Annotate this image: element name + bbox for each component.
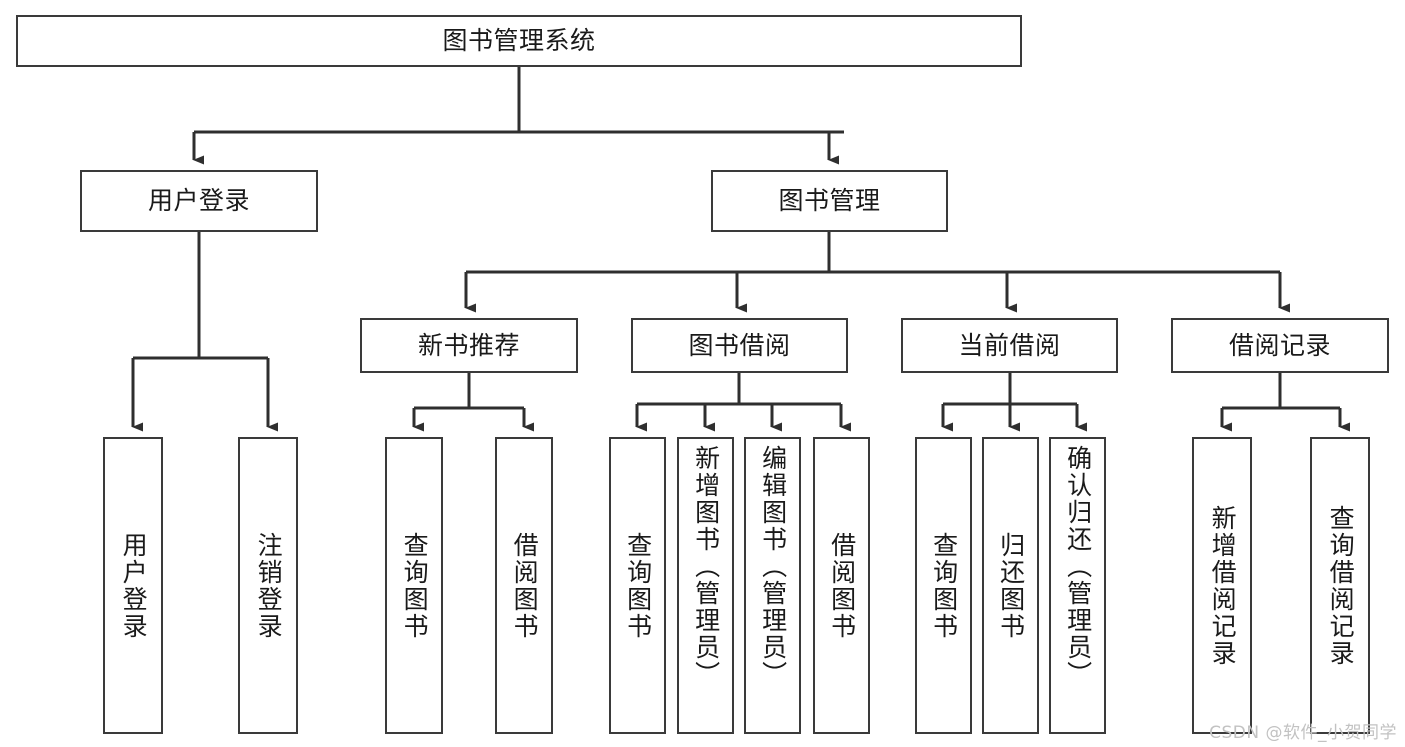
node-leaf-user-login[interactable]: 用户登录 (103, 437, 163, 734)
node-book-manage-label: 图书管理 (778, 186, 881, 216)
node-book-borrow-label: 图书借阅 (688, 330, 791, 360)
node-leaf-borrow-book-1-label: 借阅图书 (510, 531, 540, 640)
node-borrow-record-label: 借阅记录 (1228, 330, 1331, 360)
node-leaf-logout[interactable]: 注销登录 (238, 437, 298, 734)
node-root[interactable]: 图书管理系统 (16, 15, 1022, 67)
node-leaf-query-book-3-label: 查询图书 (929, 531, 959, 640)
node-leaf-logout-label: 注销登录 (254, 531, 284, 640)
node-leaf-confirm-return[interactable]: 确认归还（管理员） (1049, 437, 1106, 734)
node-leaf-query-record[interactable]: 查询借阅记录 (1310, 437, 1370, 734)
node-leaf-return-book[interactable]: 归还图书 (982, 437, 1039, 734)
node-leaf-user-login-label: 用户登录 (119, 531, 149, 640)
node-current-borrow[interactable]: 当前借阅 (901, 318, 1118, 373)
node-leaf-borrow-book-2[interactable]: 借阅图书 (813, 437, 870, 734)
node-new-book-rec-label: 新书推荐 (417, 330, 520, 360)
node-leaf-query-record-label: 查询借阅记录 (1326, 504, 1356, 667)
node-current-borrow-label: 当前借阅 (958, 330, 1061, 360)
node-leaf-borrow-book-1[interactable]: 借阅图书 (495, 437, 553, 734)
node-root-label: 图书管理系统 (442, 26, 596, 56)
node-leaf-query-book-2-label: 查询图书 (623, 531, 653, 640)
node-borrow-record[interactable]: 借阅记录 (1171, 318, 1389, 373)
node-leaf-query-book-2[interactable]: 查询图书 (609, 437, 666, 734)
node-leaf-edit-book[interactable]: 编辑图书（管理员） (744, 437, 801, 734)
node-book-borrow[interactable]: 图书借阅 (631, 318, 848, 373)
node-leaf-return-book-label: 归还图书 (996, 531, 1026, 640)
node-leaf-query-book-1-label: 查询图书 (400, 531, 430, 640)
csdn-watermark: CSDN @软件_小贺同学 (1209, 723, 1397, 743)
node-leaf-add-record[interactable]: 新增借阅记录 (1192, 437, 1252, 734)
node-user-login[interactable]: 用户登录 (80, 170, 318, 232)
node-new-book-rec[interactable]: 新书推荐 (360, 318, 578, 373)
node-leaf-borrow-book-2-label: 借阅图书 (827, 531, 857, 640)
node-book-manage[interactable]: 图书管理 (711, 170, 948, 232)
node-leaf-add-book-label: 新增图书（管理员） (691, 445, 721, 688)
node-leaf-query-book-3[interactable]: 查询图书 (915, 437, 972, 734)
node-leaf-query-book-1[interactable]: 查询图书 (385, 437, 443, 734)
node-leaf-add-book[interactable]: 新增图书（管理员） (677, 437, 734, 734)
node-leaf-add-record-label: 新增借阅记录 (1208, 504, 1238, 667)
node-user-login-label: 用户登录 (147, 186, 250, 216)
node-leaf-confirm-return-label: 确认归还（管理员） (1063, 445, 1093, 688)
node-leaf-edit-book-label: 编辑图书（管理员） (758, 445, 788, 688)
